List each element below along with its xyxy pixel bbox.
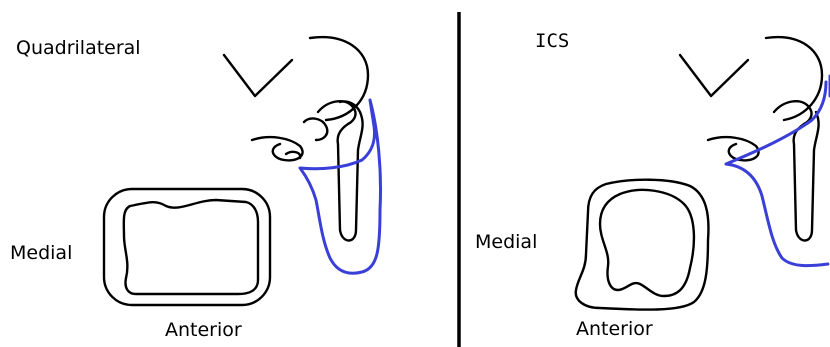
ics-residual-limb-inner <box>600 190 694 296</box>
quadrilateral-socket-outline <box>300 100 381 273</box>
ics-femur-outline <box>774 101 819 240</box>
ics-title: ICS <box>535 32 569 51</box>
femoral-head-arc <box>310 37 368 120</box>
ischium-outline <box>252 137 303 160</box>
ics-panel <box>576 37 822 310</box>
residual-limb-inner <box>124 200 258 294</box>
ics-medial-label: Medial <box>475 233 537 252</box>
ics-cross-section-outer <box>576 180 709 310</box>
ics-ischium-outline <box>708 137 759 160</box>
femur-neck <box>304 119 327 140</box>
ics-femoral-head-arc <box>766 37 822 120</box>
ics-pelvis-outline <box>680 55 748 96</box>
quadrilateral-medial-label: Medial <box>10 244 72 263</box>
ics-anterior-label: Anterior <box>576 320 653 339</box>
quadrilateral-panel <box>104 37 368 305</box>
quadrilateral-anterior-label: Anterior <box>165 321 242 340</box>
quadrilateral-title: Quadrilateral <box>16 39 141 58</box>
pelvis-outline <box>224 55 292 96</box>
